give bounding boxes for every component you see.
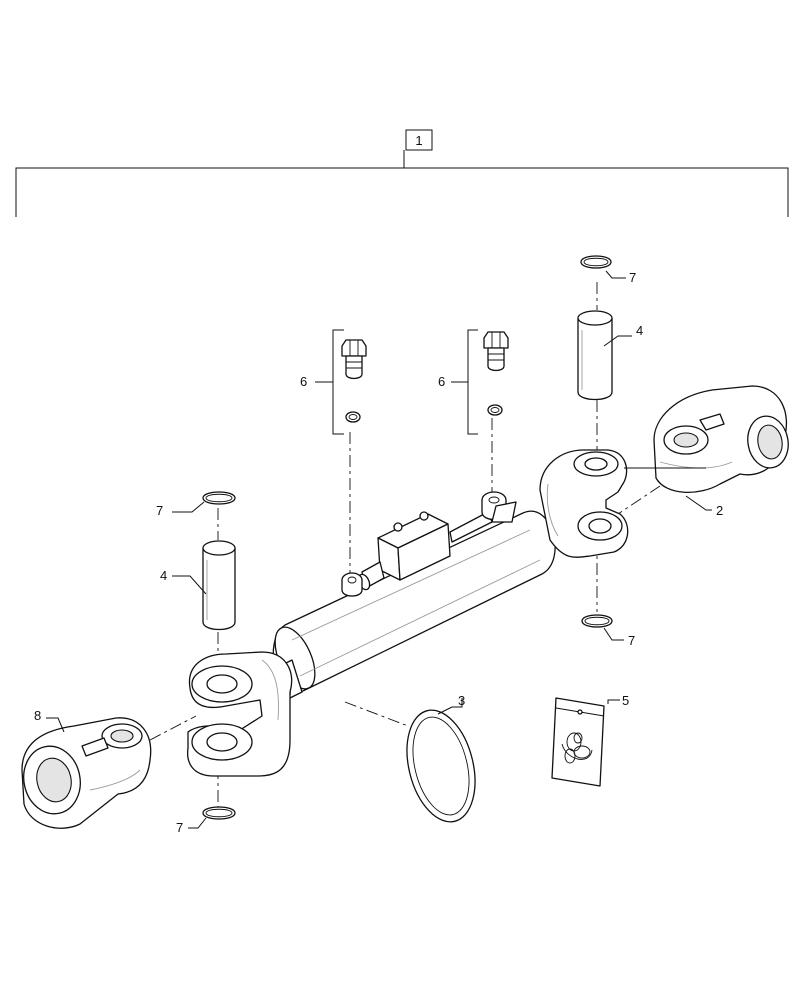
seal-ring <box>406 709 476 823</box>
callout-seal-ring: 3 <box>458 693 465 708</box>
port-right <box>481 491 517 523</box>
fitting-right <box>483 331 509 416</box>
callout-snap-ring-top-left: 7 <box>156 503 163 518</box>
assembly-bracket: 1 <box>15 129 789 217</box>
pin-left <box>202 540 236 631</box>
callout-pin-right: 4 <box>636 323 643 338</box>
snap-ring-bottom-left <box>202 806 236 820</box>
clevis-right <box>539 449 629 558</box>
snap-ring-top-right <box>580 255 612 269</box>
callout-seal-kit: 5 <box>622 693 629 708</box>
eye-right <box>653 385 789 494</box>
callout-eye-left: 8 <box>34 708 41 723</box>
callout-snap-ring-top-right: 7 <box>629 270 636 285</box>
callout-fitting-right: 6 <box>438 374 445 389</box>
snap-ring-bottom-right <box>581 614 613 628</box>
callout-eye-right: 2 <box>716 503 723 518</box>
clevis-left <box>186 651 293 777</box>
callout-snap-ring-bottom-left: 7 <box>176 820 183 835</box>
fitting-left <box>341 339 367 423</box>
callout-assembly: 1 <box>415 133 422 148</box>
callout-snap-ring-bottom-right: 7 <box>628 633 635 648</box>
snap-ring-top-left <box>202 491 236 505</box>
callout-box-assembly <box>405 129 433 151</box>
callouts: 7 4 2 7 6 6 7 4 3 5 8 7 <box>34 270 723 835</box>
port-left <box>341 572 363 597</box>
pin-right <box>577 310 613 401</box>
seal-kit-bag <box>551 697 605 787</box>
callout-fitting-left: 6 <box>300 374 307 389</box>
eye-left <box>21 717 152 829</box>
callout-pin-left: 4 <box>160 568 167 583</box>
